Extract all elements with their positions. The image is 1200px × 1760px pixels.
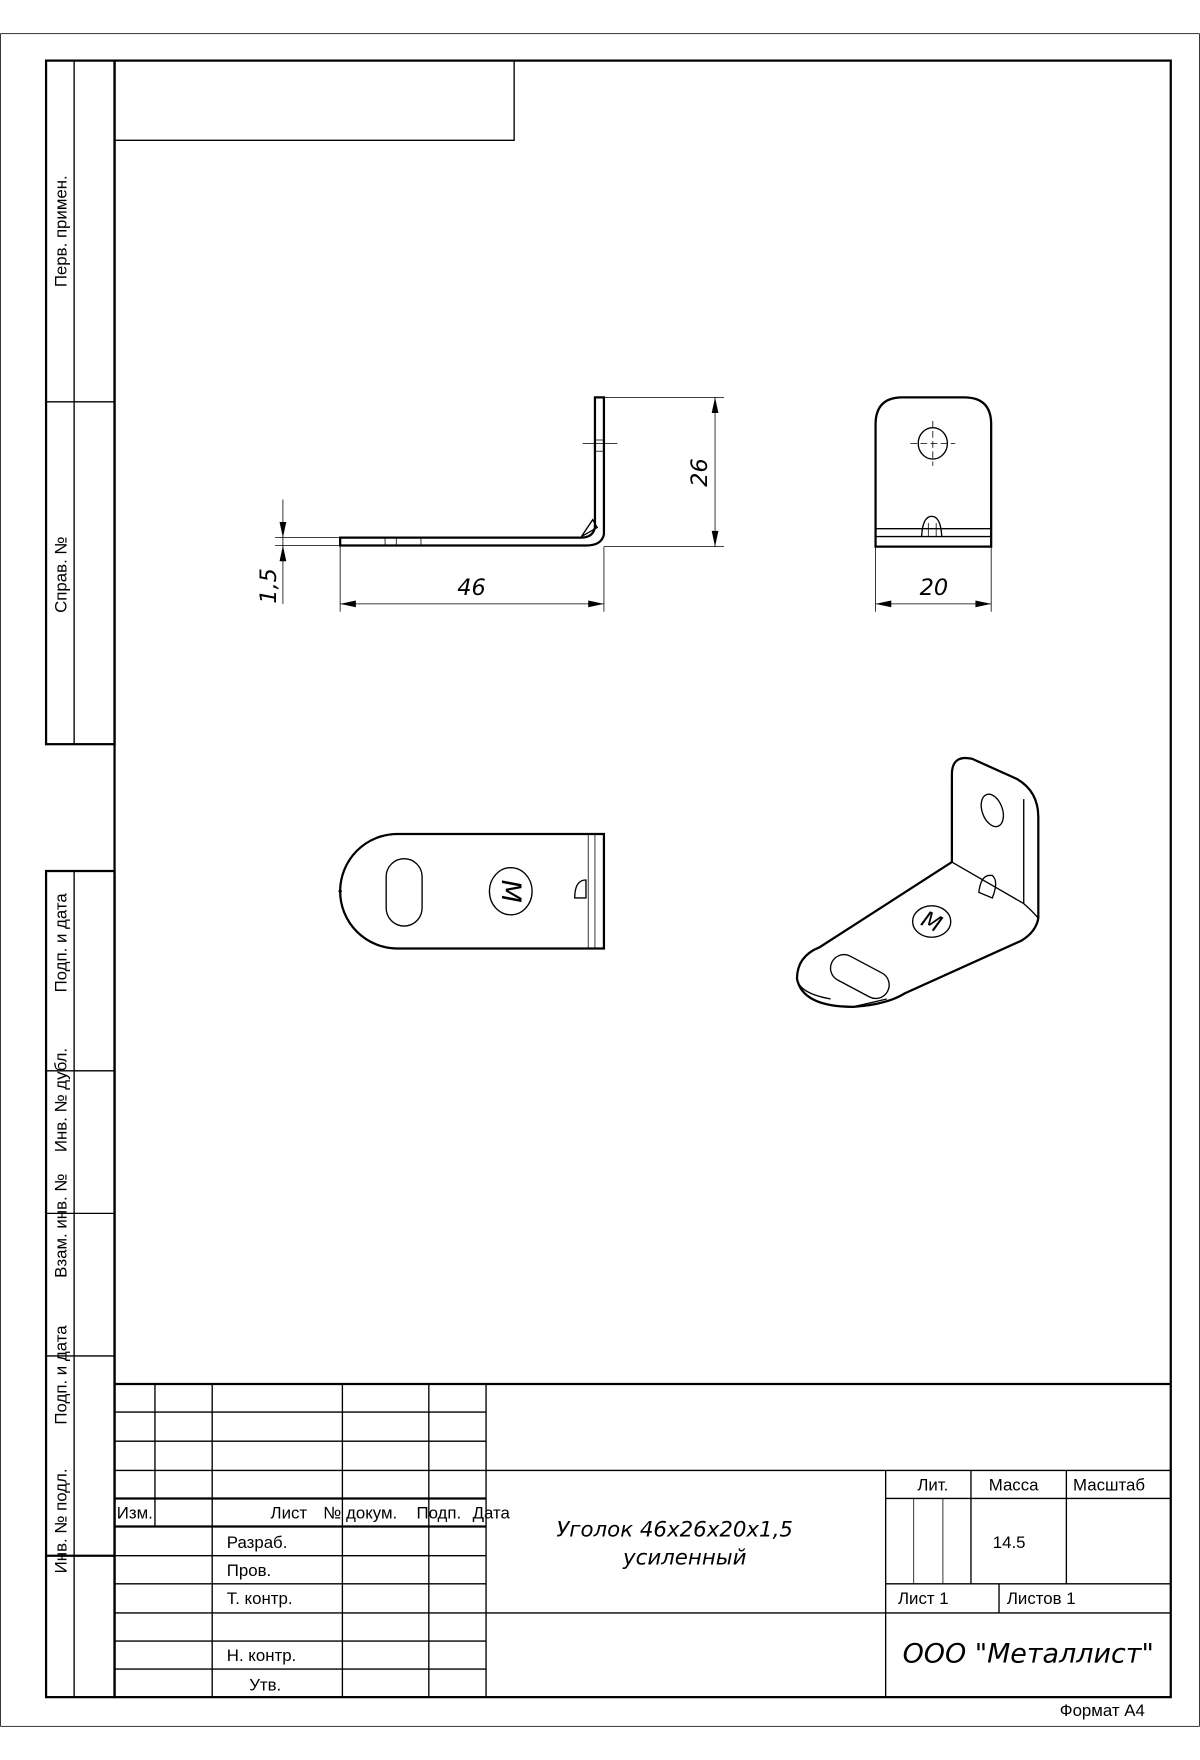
lit-label: Лит. [917,1476,948,1495]
sheet-border [0,33,1200,1727]
role-norm-control: Н. контр. [227,1646,296,1665]
stamp-label: Справ. № [51,537,70,613]
front-view: 20 [874,396,993,612]
dimension-length: 46 [457,575,486,601]
top-left-box [113,59,515,141]
sheet-number: Лист 1 [898,1589,949,1608]
header-izm: Изм. [117,1504,153,1523]
mass-value: 14.5 [993,1533,1026,1552]
sheet-count: Листов 1 [1007,1589,1076,1608]
role-tech-control: Т. контр. [227,1589,293,1608]
stamp-label: Взам. инв. № [51,1174,70,1278]
dimension-width: 20 [920,575,949,601]
role-developer: Разраб. [227,1533,288,1552]
part-name: Уголок 46х26х20х1,5 [556,1518,793,1543]
stamp-label: Подп. и дата [51,893,70,993]
title-block: Изм. Лист № докум. Подп. Дата Разраб. Пр… [114,1382,1171,1698]
stamp-label: Инв. № дубл. [51,1048,70,1152]
role-checker: Пров. [227,1561,271,1580]
header-date: Дата [473,1504,511,1523]
header-list: Лист [271,1504,308,1523]
stamp-label: Инв. № подл. [51,1469,70,1574]
header-doc: № докум. [323,1504,397,1523]
left-stamp-strip: Перв. примен. Справ. № Подп. и дата Инв.… [44,59,116,1699]
plan-view: M [338,832,606,950]
stamp-label: Перв. примен. [51,175,70,287]
company-name: ООО "Металлист" [903,1638,1154,1669]
mass-label: Масса [989,1476,1039,1495]
scale-label: Масштаб [1073,1476,1145,1495]
dimension-height: 26 [687,458,713,487]
format-label: Формат А4 [1060,1701,1145,1720]
side-view: 26 46 1,5 [256,396,725,612]
inner-frame [113,59,1172,1699]
role-approved: Утв. [249,1675,281,1694]
stamp-label: Подп. и дата [51,1325,70,1425]
logo-mark-iso: M [917,906,946,938]
header-sign: Подп. [416,1504,461,1523]
logo-mark: M [495,880,526,903]
dimension-thickness: 1,5 [256,568,282,604]
isometric-view: M [795,756,1040,1008]
part-name-line2: усиленный [622,1546,747,1571]
